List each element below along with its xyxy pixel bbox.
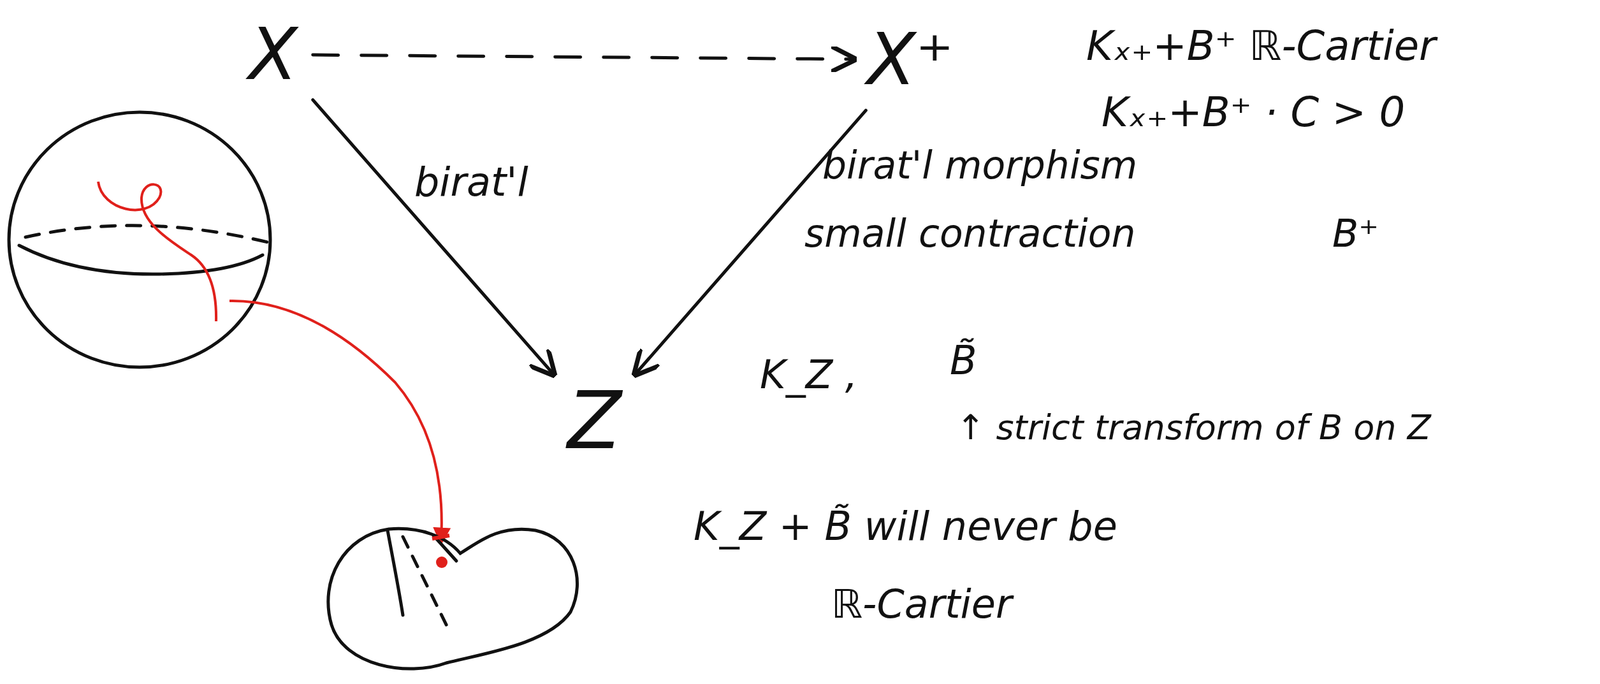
object-node: X⁺ [860, 17, 960, 102]
note-text: Kₓ₊+B⁺ · C > 0 [1101, 89, 1405, 137]
note-text: B̃ [949, 337, 978, 384]
red-arrow [229, 300, 442, 542]
object-node: X [242, 12, 305, 97]
node-text: X [248, 15, 298, 94]
edge-label: birat'l [414, 159, 529, 205]
note-text: K_Z , [759, 351, 859, 398]
blob [328, 528, 578, 669]
node-text: Z [567, 377, 622, 465]
note-text: Kₓ₊+B⁺ ℝ-Cartier [1086, 22, 1436, 71]
arrow-connector [312, 54, 852, 60]
note-text: birat'l morphism [822, 143, 1138, 188]
arrow-connector [312, 100, 553, 373]
note-text: ↑ strict transform of B on Z [956, 407, 1432, 448]
node-text: X⁺ [866, 20, 954, 99]
red-dot [436, 556, 448, 568]
note-text: K_Z + B̃ will never be [693, 503, 1118, 549]
red-curve [98, 181, 217, 322]
note-text: ℝ-Cartier [831, 581, 1012, 627]
note-text: small contraction [804, 211, 1136, 256]
object-node: Z [560, 374, 628, 467]
red-mark [432, 535, 450, 539]
sphere [8, 112, 271, 368]
note-text: B⁺ [1332, 211, 1379, 256]
